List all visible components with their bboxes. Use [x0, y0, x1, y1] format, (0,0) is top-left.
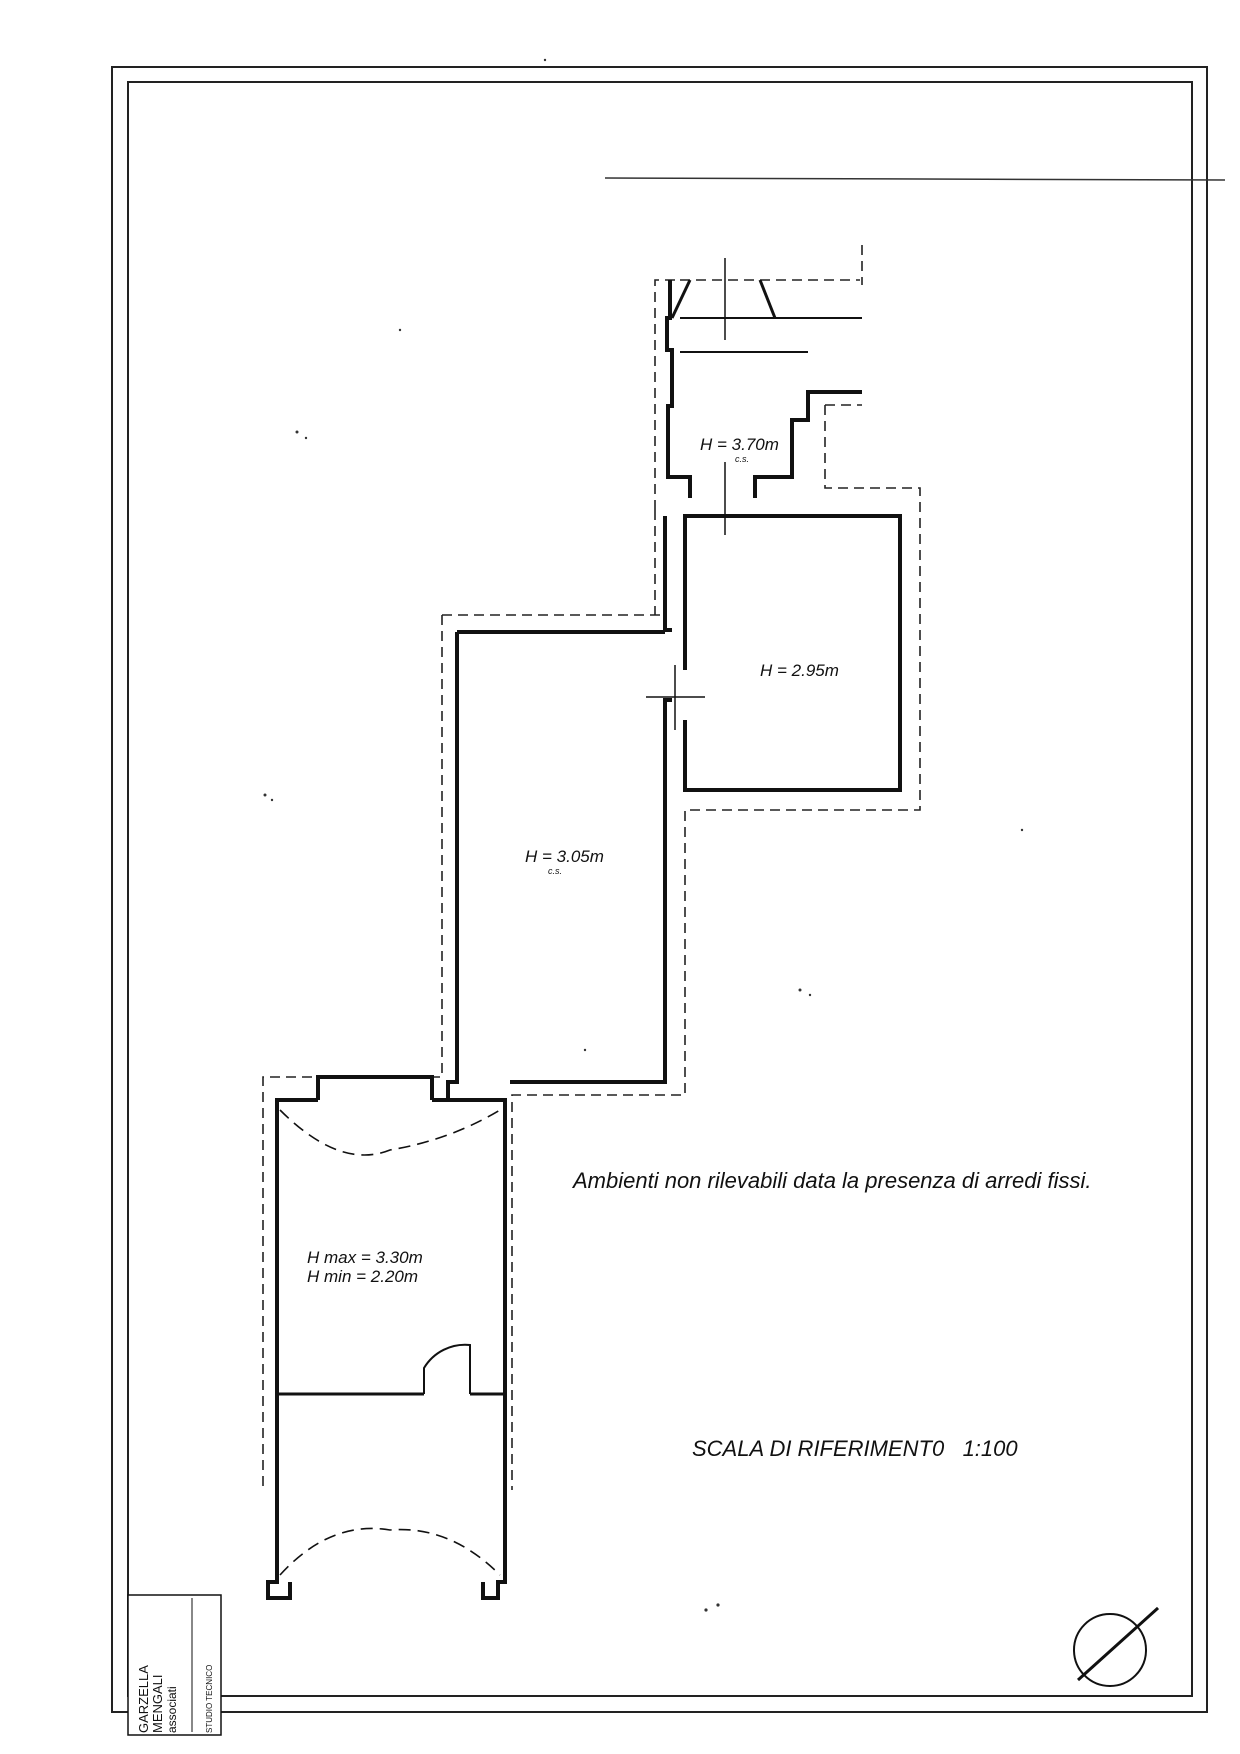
- studio-stamp: GARZELLA MENGALI associati STUDIO TECNIC…: [127, 1594, 222, 1736]
- stamp-line-3: associati: [165, 1686, 179, 1733]
- top-rule: [604, 177, 1226, 181]
- room-bottom-hmax: H max = 3.30m: [307, 1248, 423, 1267]
- door-swings: [279, 1109, 501, 1576]
- dashed-perimeter: [262, 245, 921, 1490]
- interior-door-arc: [423, 1343, 471, 1394]
- outer-frame: [111, 66, 1208, 1713]
- stamp-line-1: GARZELLA: [136, 1665, 151, 1733]
- inner-frame: [127, 81, 1193, 1697]
- room-central-note: c.s.: [548, 866, 562, 876]
- north-arrow-icon: [1073, 1606, 1160, 1687]
- room-right-height: H = 2.95m: [760, 661, 839, 680]
- top-entrance: [670, 258, 777, 340]
- scale-note: SCALA DI RIFERIMENT0 1:100: [692, 1436, 1018, 1461]
- room-central-height: H = 3.05m: [525, 847, 604, 866]
- walls: [266, 280, 902, 1600]
- fixed-furniture-note: Ambienti non rilevabili data la presenza…: [571, 1168, 1091, 1193]
- room-small-note: c.s.: [735, 454, 749, 464]
- stamp-line-4: STUDIO TECNICO: [205, 1665, 214, 1733]
- scan-speckles: [263, 58, 1024, 1612]
- room-small-height: H = 3.70m: [700, 435, 779, 454]
- room-bottom-hmin: H min = 2.20m: [307, 1267, 418, 1286]
- stamp-line-2: MENGALI: [150, 1674, 165, 1733]
